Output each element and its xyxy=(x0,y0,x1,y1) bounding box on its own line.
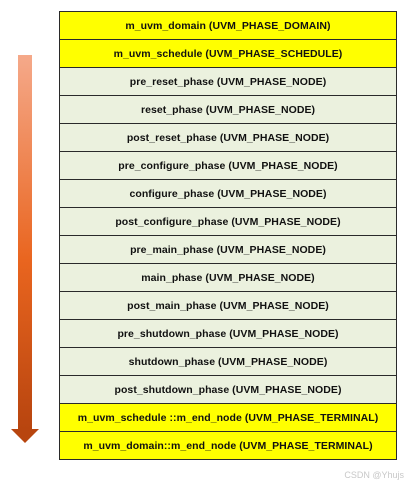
phase-row-terminal: m_uvm_domain::m_end_node (UVM_PHASE_TERM… xyxy=(59,431,397,460)
phase-row-node: post_configure_phase (UVM_PHASE_NODE) xyxy=(59,207,397,236)
phase-row-node: main_phase (UVM_PHASE_NODE) xyxy=(59,263,397,292)
arrow-head xyxy=(11,429,39,443)
phase-row-node: pre_reset_phase (UVM_PHASE_NODE) xyxy=(59,67,397,96)
phase-row-domain: m_uvm_domain (UVM_PHASE_DOMAIN) xyxy=(59,11,397,40)
phase-row-node: pre_shutdown_phase (UVM_PHASE_NODE) xyxy=(59,319,397,348)
phase-row-node: pre_main_phase (UVM_PHASE_NODE) xyxy=(59,235,397,264)
flow-direction-arrow xyxy=(10,55,40,443)
phase-row-terminal: m_uvm_schedule ::m_end_node (UVM_PHASE_T… xyxy=(59,403,397,432)
phase-row-node: post_main_phase (UVM_PHASE_NODE) xyxy=(59,291,397,320)
phase-row-node: shutdown_phase (UVM_PHASE_NODE) xyxy=(59,347,397,376)
phase-row-node: configure_phase (UVM_PHASE_NODE) xyxy=(59,179,397,208)
down-arrow-icon xyxy=(11,55,39,443)
phase-row-node: pre_configure_phase (UVM_PHASE_NODE) xyxy=(59,151,397,180)
arrow-shaft xyxy=(18,55,32,429)
phase-list: m_uvm_domain (UVM_PHASE_DOMAIN)m_uvm_sch… xyxy=(59,11,397,460)
phase-row-schedule: m_uvm_schedule (UVM_PHASE_SCHEDULE) xyxy=(59,39,397,68)
phase-row-node: reset_phase (UVM_PHASE_NODE) xyxy=(59,95,397,124)
phase-row-node: post_shutdown_phase (UVM_PHASE_NODE) xyxy=(59,375,397,404)
phase-row-node: post_reset_phase (UVM_PHASE_NODE) xyxy=(59,123,397,152)
watermark-text: CSDN @Yhujs xyxy=(344,470,404,480)
